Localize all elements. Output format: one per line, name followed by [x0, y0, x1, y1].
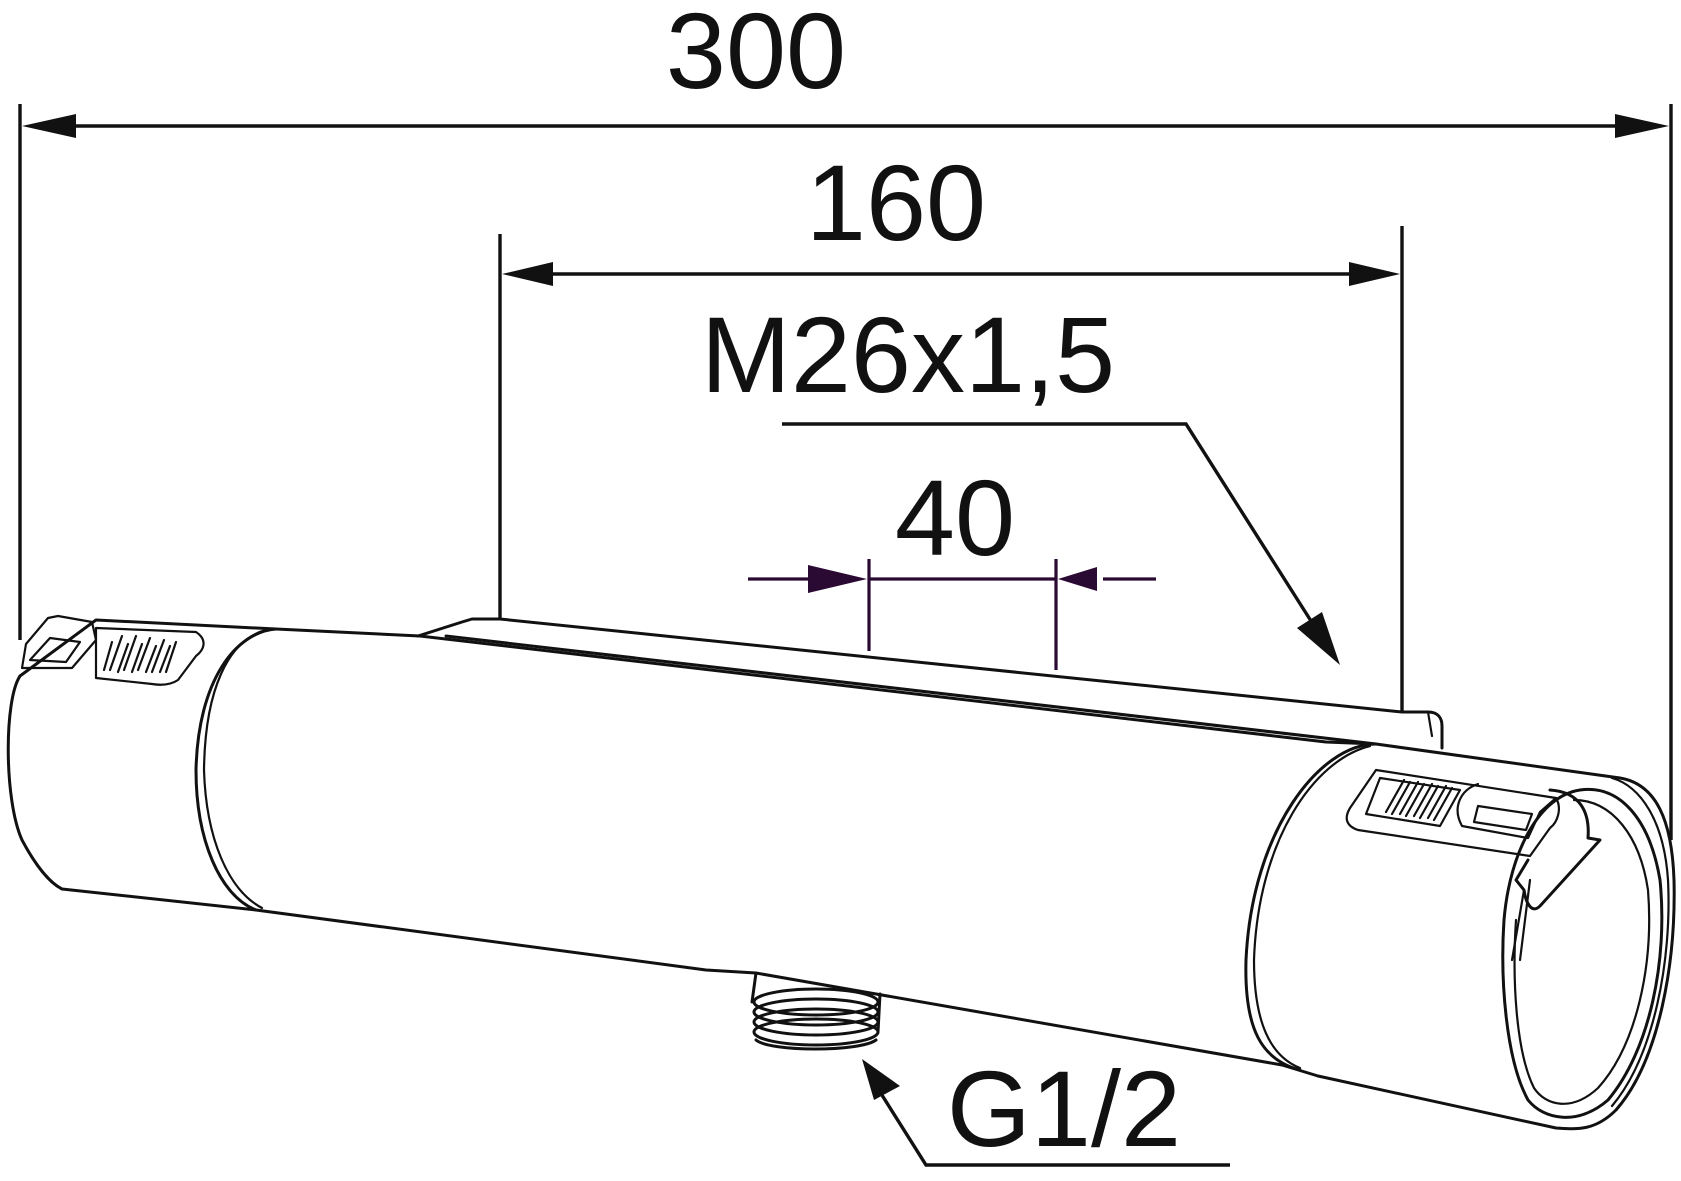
right-handle-knurl-icon	[1345, 768, 1560, 858]
arrowhead-right-icon	[1615, 114, 1669, 138]
mounting-rail	[416, 617, 1444, 750]
thermostat-body	[6, 614, 1676, 1131]
right-handle-grip-icon	[1514, 788, 1602, 911]
left-cylinder-rim	[194, 627, 278, 912]
thread-label-m26: M26x1,5	[701, 294, 1115, 415]
dimension-label-40: 40	[895, 457, 1015, 578]
right-handle-body	[1316, 742, 1676, 1131]
leader-arrowhead-icon	[1297, 612, 1340, 665]
arrowhead-left-icon	[22, 114, 76, 138]
arrowhead-inward-left-icon	[808, 565, 867, 593]
arrowhead-right-icon	[1349, 262, 1400, 286]
dimension-label-300: 300	[666, 0, 846, 111]
right-handle-face	[1501, 787, 1664, 1119]
left-handle-cap	[6, 674, 258, 912]
leader-outlet-thread: G1/2	[862, 1048, 1230, 1169]
dimension-label-160: 160	[806, 142, 986, 263]
arrowhead-inward-right-icon	[1058, 567, 1097, 591]
dimension-inlet-spacing: 160	[498, 142, 1404, 712]
leader-line-m26	[782, 422, 1320, 633]
thread-label-g12: G1/2	[947, 1048, 1181, 1169]
tube-top-edge	[274, 627, 1378, 746]
dimension-outlet-spacing: 40	[748, 457, 1156, 670]
leader-line-g12	[878, 1091, 1230, 1167]
leader-inlet-thread: M26x1,5	[701, 294, 1340, 665]
leader-arrowhead-icon	[862, 1059, 900, 1100]
outlet-fitting-thread-icon	[750, 971, 882, 1051]
arrowhead-left-icon	[502, 262, 553, 286]
right-cylinder-rim	[1244, 742, 1378, 1072]
left-handle-grip-icon	[20, 614, 98, 670]
dimension-overall-length: 300	[18, 0, 1673, 840]
